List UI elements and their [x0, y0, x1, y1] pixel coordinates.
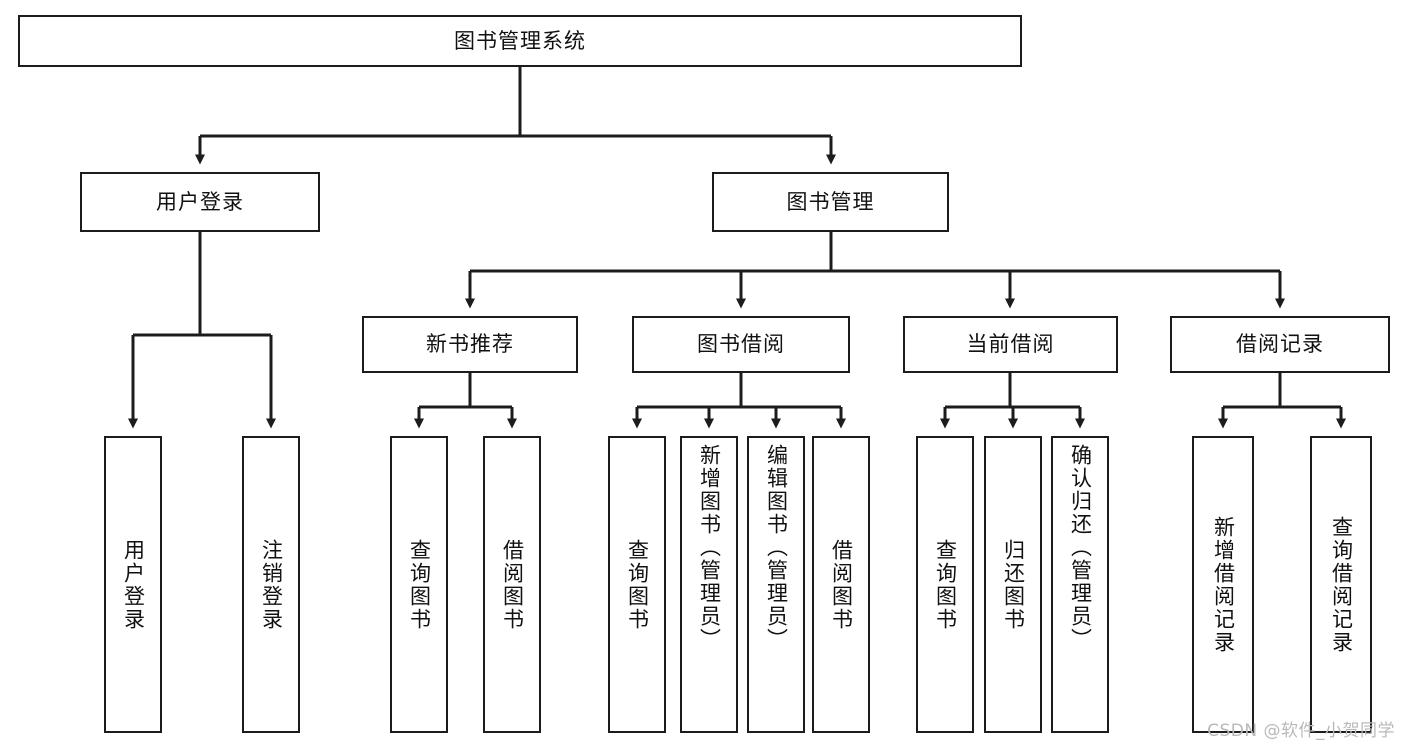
node-leaf-query-book[interactable]: 查询图书: [608, 436, 666, 733]
node-leaf-user-login[interactable]: 用户登录: [104, 436, 162, 733]
node-label: 借阅图书: [829, 538, 854, 631]
node-label: 新书推荐: [426, 332, 514, 357]
node-label: 注销登录: [259, 538, 284, 631]
node-leaf-add-borrow-record[interactable]: 新增借阅记录: [1192, 436, 1254, 733]
node-user-login[interactable]: 用户登录: [80, 172, 320, 232]
node-label: 确认归还（管理员）: [1068, 444, 1093, 651]
node-current-borrow[interactable]: 当前借阅: [903, 316, 1118, 373]
node-leaf-edit-book-admin[interactable]: 编辑图书（管理员）: [747, 436, 805, 733]
node-leaf-borrow-book-recommend[interactable]: 借阅图书: [483, 436, 541, 733]
node-label: 查询图书: [933, 538, 958, 631]
node-label: 用户登录: [121, 538, 146, 631]
node-book-management[interactable]: 图书管理: [712, 172, 949, 232]
node-leaf-query-book-recommend[interactable]: 查询图书: [390, 436, 448, 733]
node-leaf-confirm-return-admin[interactable]: 确认归还（管理员）: [1051, 436, 1109, 733]
node-leaf-borrow-book[interactable]: 借阅图书: [812, 436, 870, 733]
node-label: 归还图书: [1001, 538, 1026, 631]
node-label: 当前借阅: [966, 332, 1055, 357]
node-label: 编辑图书（管理员）: [764, 444, 789, 651]
node-leaf-return-book[interactable]: 归还图书: [984, 436, 1042, 733]
node-label: 查询图书: [625, 538, 650, 631]
node-book-borrow[interactable]: 图书借阅: [632, 316, 850, 373]
node-label: 查询借阅记录: [1329, 515, 1354, 654]
node-label: 查询图书: [407, 538, 432, 631]
node-label: 新增图书（管理员）: [697, 444, 722, 651]
watermark-text: CSDN @软件_小贺同学: [1207, 721, 1395, 741]
node-label: 借阅图书: [500, 538, 525, 631]
node-label: 图书管理: [786, 189, 875, 214]
node-borrow-record[interactable]: 借阅记录: [1170, 316, 1390, 373]
node-leaf-query-book-current[interactable]: 查询图书: [916, 436, 974, 733]
node-leaf-add-book-admin[interactable]: 新增图书（管理员）: [680, 436, 738, 733]
node-leaf-logout[interactable]: 注销登录: [242, 436, 300, 733]
node-new-book-recommend[interactable]: 新书推荐: [362, 316, 578, 373]
node-label: 图书借阅: [697, 332, 785, 357]
node-label: 新增借阅记录: [1211, 515, 1236, 654]
node-label: 图书管理系统: [454, 28, 586, 53]
node-leaf-query-borrow-record[interactable]: 查询借阅记录: [1310, 436, 1372, 733]
node-label: 用户登录: [156, 189, 244, 214]
node-label: 借阅记录: [1236, 332, 1324, 357]
node-root-book-management-system[interactable]: 图书管理系统: [18, 15, 1022, 67]
